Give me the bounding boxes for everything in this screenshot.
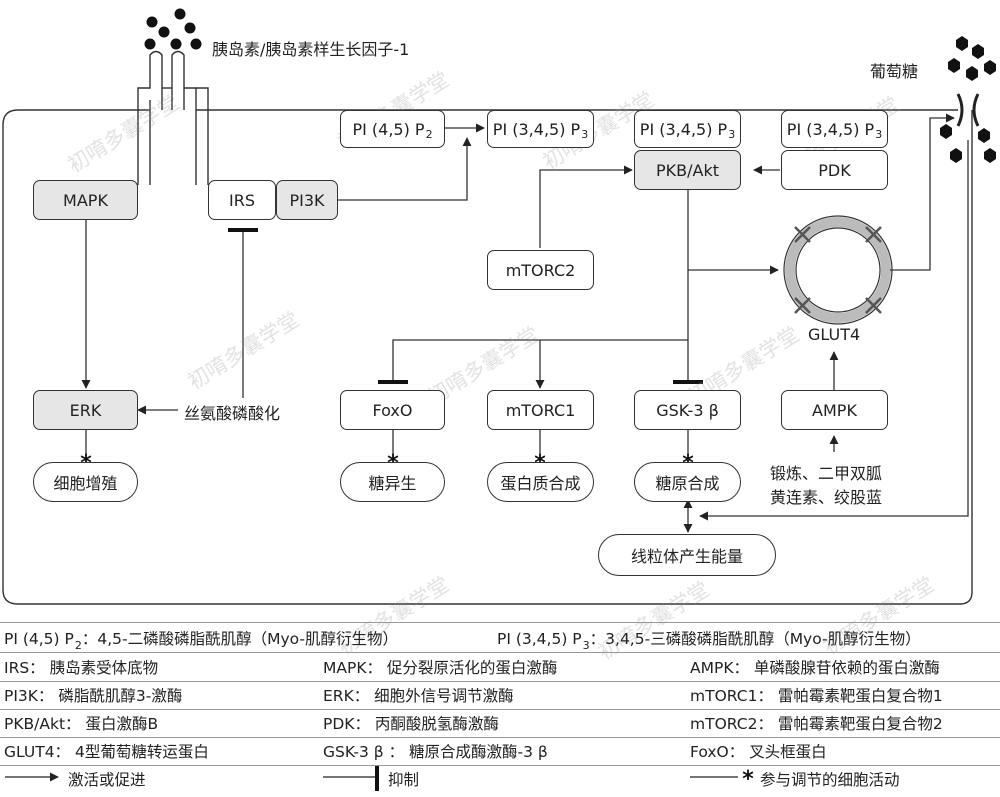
legend-mtorc1: mTORC1： 雷帕霉素靶蛋白复合物1 <box>690 687 943 705</box>
legend-pdk: PDK： 丙酮酸脱氢酶激酶 <box>323 715 499 733</box>
legend-divider <box>0 681 1000 682</box>
ampk-activators-line2: 黄连素、绞股蓝 <box>770 488 883 507</box>
mtorc2-node: mTORC2 <box>487 250 594 290</box>
glut4-label: GLUT4 <box>808 325 861 344</box>
pkb-akt-node: PKB/Akt <box>634 150 741 190</box>
irs-node: IRS <box>208 180 276 220</box>
legend-divider <box>0 622 1000 623</box>
legend-divider <box>0 737 1000 738</box>
legend-glut4: GLUT4： 4型葡萄糖转运蛋白 <box>4 743 209 761</box>
legend-pip3: PI (3,4,5) P3：3,4,5-三磷酸磷脂酰肌醇（Myo-肌醇衍生物） <box>497 630 921 652</box>
glucose-molecules <box>940 36 996 163</box>
legend-gsk3b: GSK-3 β ： 糖原合成酶激酶-3 β <box>323 743 548 761</box>
protein-synthesis-node: 蛋白质合成 <box>487 462 594 502</box>
legend-pkb: PKB/Akt： 蛋白激酶B <box>4 715 159 733</box>
mapk-node: MAPK <box>33 180 138 220</box>
ligand-dots <box>144 8 202 50</box>
gsk3b-node: GSK-3 β <box>634 390 741 430</box>
glucose-label: 葡萄糖 <box>870 62 919 81</box>
legend-erk: ERK： 细胞外信号调节激酶 <box>323 687 514 705</box>
cell-proliferation-node: 细胞增殖 <box>33 462 138 502</box>
legend-pi3k: PI3K： 磷脂酰肌醇3-激酶 <box>4 687 183 705</box>
foxo-node: FoxO <box>340 390 445 430</box>
legend-divider <box>0 652 1000 653</box>
pi3k-node: PI3K <box>276 180 338 220</box>
cell-membrane <box>2 109 973 605</box>
legend-key-activate: 激活或促进 <box>68 771 146 789</box>
legend-divider <box>0 765 1000 766</box>
legend-divider <box>0 709 1000 710</box>
ampk-node: AMPK <box>781 390 888 430</box>
legend-irs: IRS： 胰岛素受体底物 <box>4 659 159 677</box>
svg-text:*: * <box>742 767 754 792</box>
mtorc1-node: mTORC1 <box>487 390 594 430</box>
legend-key-inhibit: 抑制 <box>388 771 420 789</box>
serine-phosphorylation-label: 丝氨酸磷酸化 <box>184 404 281 423</box>
ampk-activators-line1: 锻炼、二甲双胍 <box>770 464 883 483</box>
pdk-node: PDK <box>781 150 888 190</box>
insulin-receptor <box>137 50 209 185</box>
ligand-label: 胰岛素/胰岛素样生长因子-1 <box>212 40 410 59</box>
legend-mtorc2: mTORC2： 雷帕霉素靶蛋白复合物2 <box>690 715 943 733</box>
glucose-channel <box>956 93 980 127</box>
erk-node: ERK <box>33 390 138 430</box>
mitochondria-energy-node: 线粒体产生能量 <box>598 534 776 576</box>
legend-key-involved: 参与调节的细胞活动 <box>760 771 900 789</box>
gluconeogenesis-node: 糖异生 <box>340 462 445 502</box>
legend-foxo: FoxO： 叉头框蛋白 <box>690 743 827 761</box>
legend-mapk: MAPK： 促分裂原活化的蛋白激酶 <box>323 659 558 677</box>
legend-ampk: AMPK： 单磷酸腺苷依赖的蛋白激酶 <box>690 659 940 677</box>
glut4-transporter <box>783 215 893 325</box>
glycogen-synthesis-node: 糖原合成 <box>634 462 741 502</box>
legend-pip2: PI (4,5) P2：4,5-二磷酸磷脂酰肌醇（Myo-肌醇衍生物） <box>4 630 399 652</box>
